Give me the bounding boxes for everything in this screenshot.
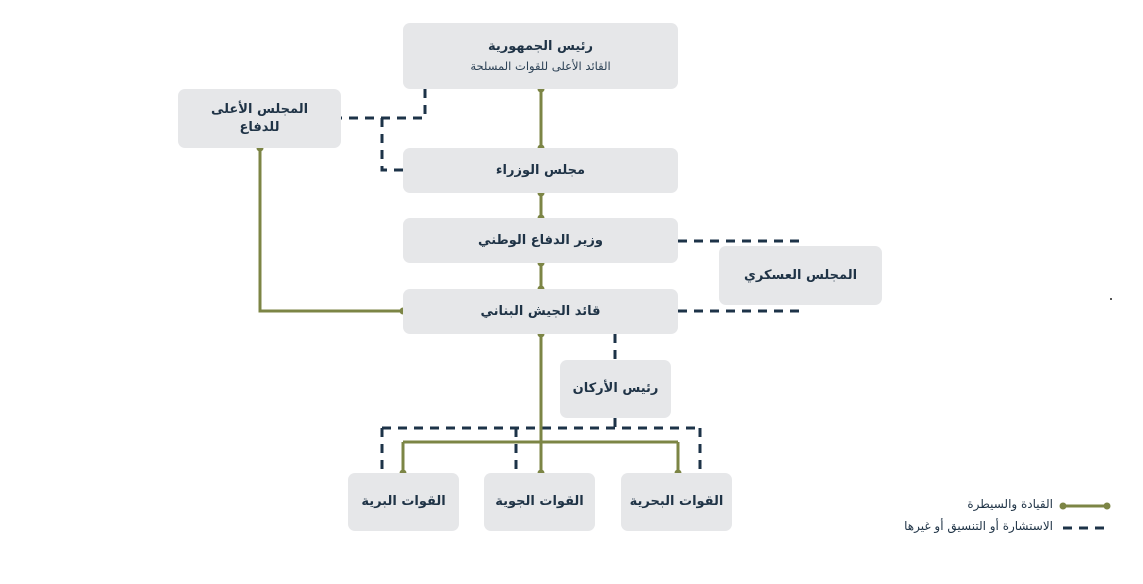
node-title: القوات البرية xyxy=(361,494,446,509)
node-title: وزير الدفاع الوطني xyxy=(478,232,603,248)
node-title: القوات البحرية xyxy=(629,494,724,509)
consult-line-chief-forces xyxy=(380,418,702,473)
node-supreme-defense-council: المجلس الأعلى للدفاع xyxy=(178,89,341,148)
stray-dot xyxy=(1110,298,1112,300)
node-defense-minister: وزير الدفاع الوطني xyxy=(403,218,678,263)
node-title: مجلس الوزراء xyxy=(495,162,586,178)
node-land-forces: القوات البرية xyxy=(348,473,459,531)
consult-line-council-ministers xyxy=(380,118,403,172)
node-naval-forces: القوات البحرية xyxy=(621,473,732,531)
consult-line-president-council xyxy=(340,89,427,120)
command-line-council-commander xyxy=(258,148,403,313)
node-chief-of-staff: رئيس الأركان xyxy=(560,360,671,418)
consult-line-minister-military xyxy=(678,239,802,248)
legend-command-label: القيادة والسيطرة xyxy=(967,497,1053,511)
node-title: المجلس الأعلى للدفاع xyxy=(210,101,309,135)
node-title: رئيس الجمهورية xyxy=(488,38,593,54)
node-military-council: المجلس العسكري xyxy=(719,246,882,305)
node-title: قائد الجيش البناني xyxy=(480,303,601,319)
node-title: القوات الجوية xyxy=(495,494,584,509)
legend-consult-label: الاستشارة أو التنسيق أو غيرها xyxy=(904,519,1053,533)
node-council-of-ministers: مجلس الوزراء xyxy=(403,148,678,193)
node-president: رئيس الجمهورية القائد الأعلى للقوات المس… xyxy=(403,23,678,89)
node-title: المجلس العسكري xyxy=(743,267,858,283)
node-subtitle: القائد الأعلى للقوات المسلحة xyxy=(470,58,611,73)
node-title: رئيس الأركان xyxy=(572,381,659,396)
command-line-forces-bar xyxy=(401,440,680,473)
legend-command-symbol xyxy=(1059,502,1111,510)
node-army-commander: قائد الجيش البناني xyxy=(403,289,678,334)
consult-line-commander-military xyxy=(678,304,802,313)
node-air-forces: القوات الجوية xyxy=(484,473,595,531)
